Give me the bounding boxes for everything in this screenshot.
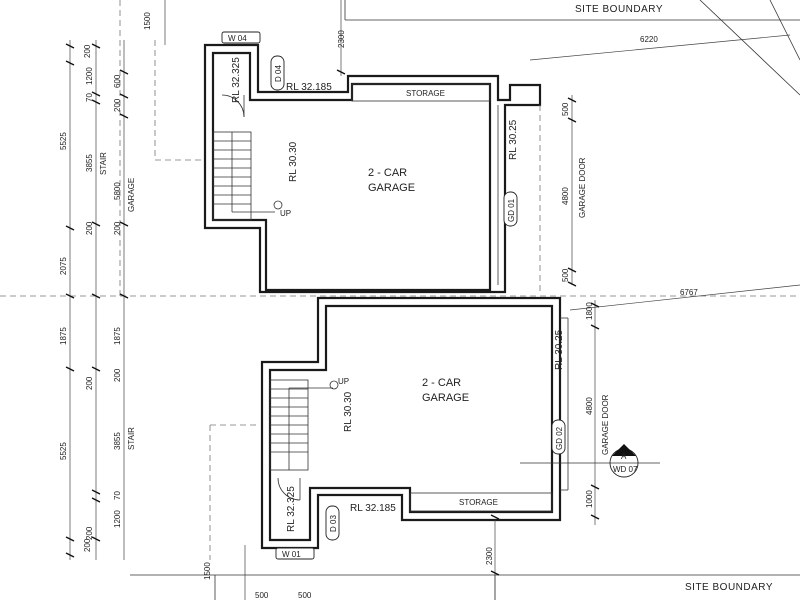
stair-1-up: UP	[280, 209, 291, 218]
dim-6220: 6220	[640, 35, 658, 44]
storage-1	[351, 83, 491, 102]
dim-left-inner-4: 200	[85, 376, 94, 390]
section-marker-ref: WD 07	[613, 465, 638, 474]
stair-2-rl-upper: RL 32.185	[350, 503, 396, 514]
dim-left-mid-5: 200	[113, 221, 122, 235]
dim-left-outer-1: 1500	[143, 12, 152, 30]
dim-left-inner-5: 200	[85, 526, 94, 540]
garage-1-rl-door: RL 30.25	[508, 119, 519, 160]
dim-left-outer-3: 5525	[59, 132, 68, 150]
dim-500-b: 500	[298, 591, 312, 600]
window-w01-label: W 01	[282, 550, 301, 559]
dim-left-inner-1: 600	[113, 74, 122, 88]
garage-2-rl-floor: RL 30.30	[343, 391, 354, 432]
dimension-lines-left	[65, 0, 246, 600]
upper-unit-walls	[203, 43, 542, 294]
garage-2-rl-door: RL 30.25	[554, 329, 565, 370]
garage-door-1-label: GD 01	[507, 198, 516, 222]
garage-2-title-2: GARAGE	[422, 392, 469, 404]
storage-2-label: STORAGE	[459, 498, 498, 507]
stair-2	[269, 379, 339, 501]
dim-left-mid-9: 70	[113, 491, 122, 500]
garage-door-2-label: GD 02	[555, 426, 564, 450]
dim-left-outer-7: 200	[83, 538, 92, 552]
dim-left-mid-3: 3855	[85, 154, 94, 172]
dim-right-1: 500	[561, 102, 570, 116]
label-stair-lower: STAIR	[127, 427, 136, 450]
dim-left-mid-6: 1875	[113, 327, 122, 345]
stair-1-rl-upper: RL 32.185	[286, 82, 332, 93]
dim-left-inner-3: 5800	[113, 182, 122, 200]
dim-right-5: 4800	[585, 397, 594, 415]
stair-2-up-marker	[329, 380, 339, 390]
door-d03-tag	[325, 505, 340, 541]
dim-left-outer-5: 1875	[59, 327, 68, 345]
garage-door-1-dim-label: GARAGE DOOR	[578, 157, 587, 218]
dim-500-a: 500	[255, 591, 269, 600]
dim-right-4: 1800	[585, 302, 594, 320]
dim-left-mid-1: 1200	[85, 67, 94, 85]
door-d04-label: D 04	[274, 65, 283, 82]
dim-left-outer-4: 2075	[59, 257, 68, 275]
garage-door-1-tag	[503, 191, 518, 227]
stair-1-up-marker	[273, 200, 283, 210]
window-w04-label: W 04	[228, 34, 247, 43]
dim-left-inner-2: 200	[113, 98, 122, 112]
garage-1-rl-floor: RL 30.30	[288, 141, 299, 182]
dim-6767: 6767	[680, 288, 698, 297]
door-d04-tag	[270, 55, 285, 91]
stair-1-rl-landing: RL 32.325	[231, 57, 242, 103]
door-d03-label: D 03	[329, 515, 338, 532]
storage-2	[409, 492, 553, 512]
section-marker-letter: A	[621, 452, 627, 461]
dim-right-6: 1000	[585, 490, 594, 508]
site-boundary-top: SITE BOUNDARY	[575, 4, 663, 15]
dim-right-2: 4800	[561, 187, 570, 205]
garage-door-2-tag	[551, 419, 566, 455]
dim-left-outer-8: 1500	[203, 562, 212, 580]
dim-left-mid-8: 3855	[113, 432, 122, 450]
garage-1-title-2: GARAGE	[368, 182, 415, 194]
stair-1	[212, 94, 283, 221]
lower-unit-walls	[260, 296, 562, 550]
door-d03-swing	[277, 477, 301, 501]
garage-2-title-1: 2 - CAR	[422, 377, 461, 389]
site-boundary-bottom: SITE BOUNDARY	[685, 582, 773, 593]
label-stair-upper: STAIR	[99, 152, 108, 175]
dim-left-mid-2: 70	[85, 93, 94, 102]
garage-door-2-dim-label: GARAGE DOOR	[601, 394, 610, 455]
dim-bottom-2300: 2300	[485, 547, 494, 565]
dim-left-mid-4: 200	[85, 221, 94, 235]
garage-1-title-1: 2 - CAR	[368, 167, 407, 179]
dim-right-3: 500	[561, 268, 570, 282]
section-marker	[520, 444, 660, 478]
dim-left-outer-2: 200	[83, 44, 92, 58]
stair-2-up: UP	[338, 377, 349, 386]
dim-left-mid-10: 1200	[113, 510, 122, 528]
window-w04-tag	[221, 31, 261, 44]
dimension-lines-right	[336, 0, 600, 600]
dim-left-mid-7: 200	[113, 368, 122, 382]
label-garage: GARAGE	[127, 178, 136, 212]
stair-2-rl-landing: RL 32.325	[286, 486, 297, 532]
storage-1-label: STORAGE	[406, 89, 445, 98]
dim-top-2300: 2300	[337, 30, 346, 48]
window-w01-tag	[275, 547, 315, 560]
dim-left-outer-6: 5525	[59, 442, 68, 460]
